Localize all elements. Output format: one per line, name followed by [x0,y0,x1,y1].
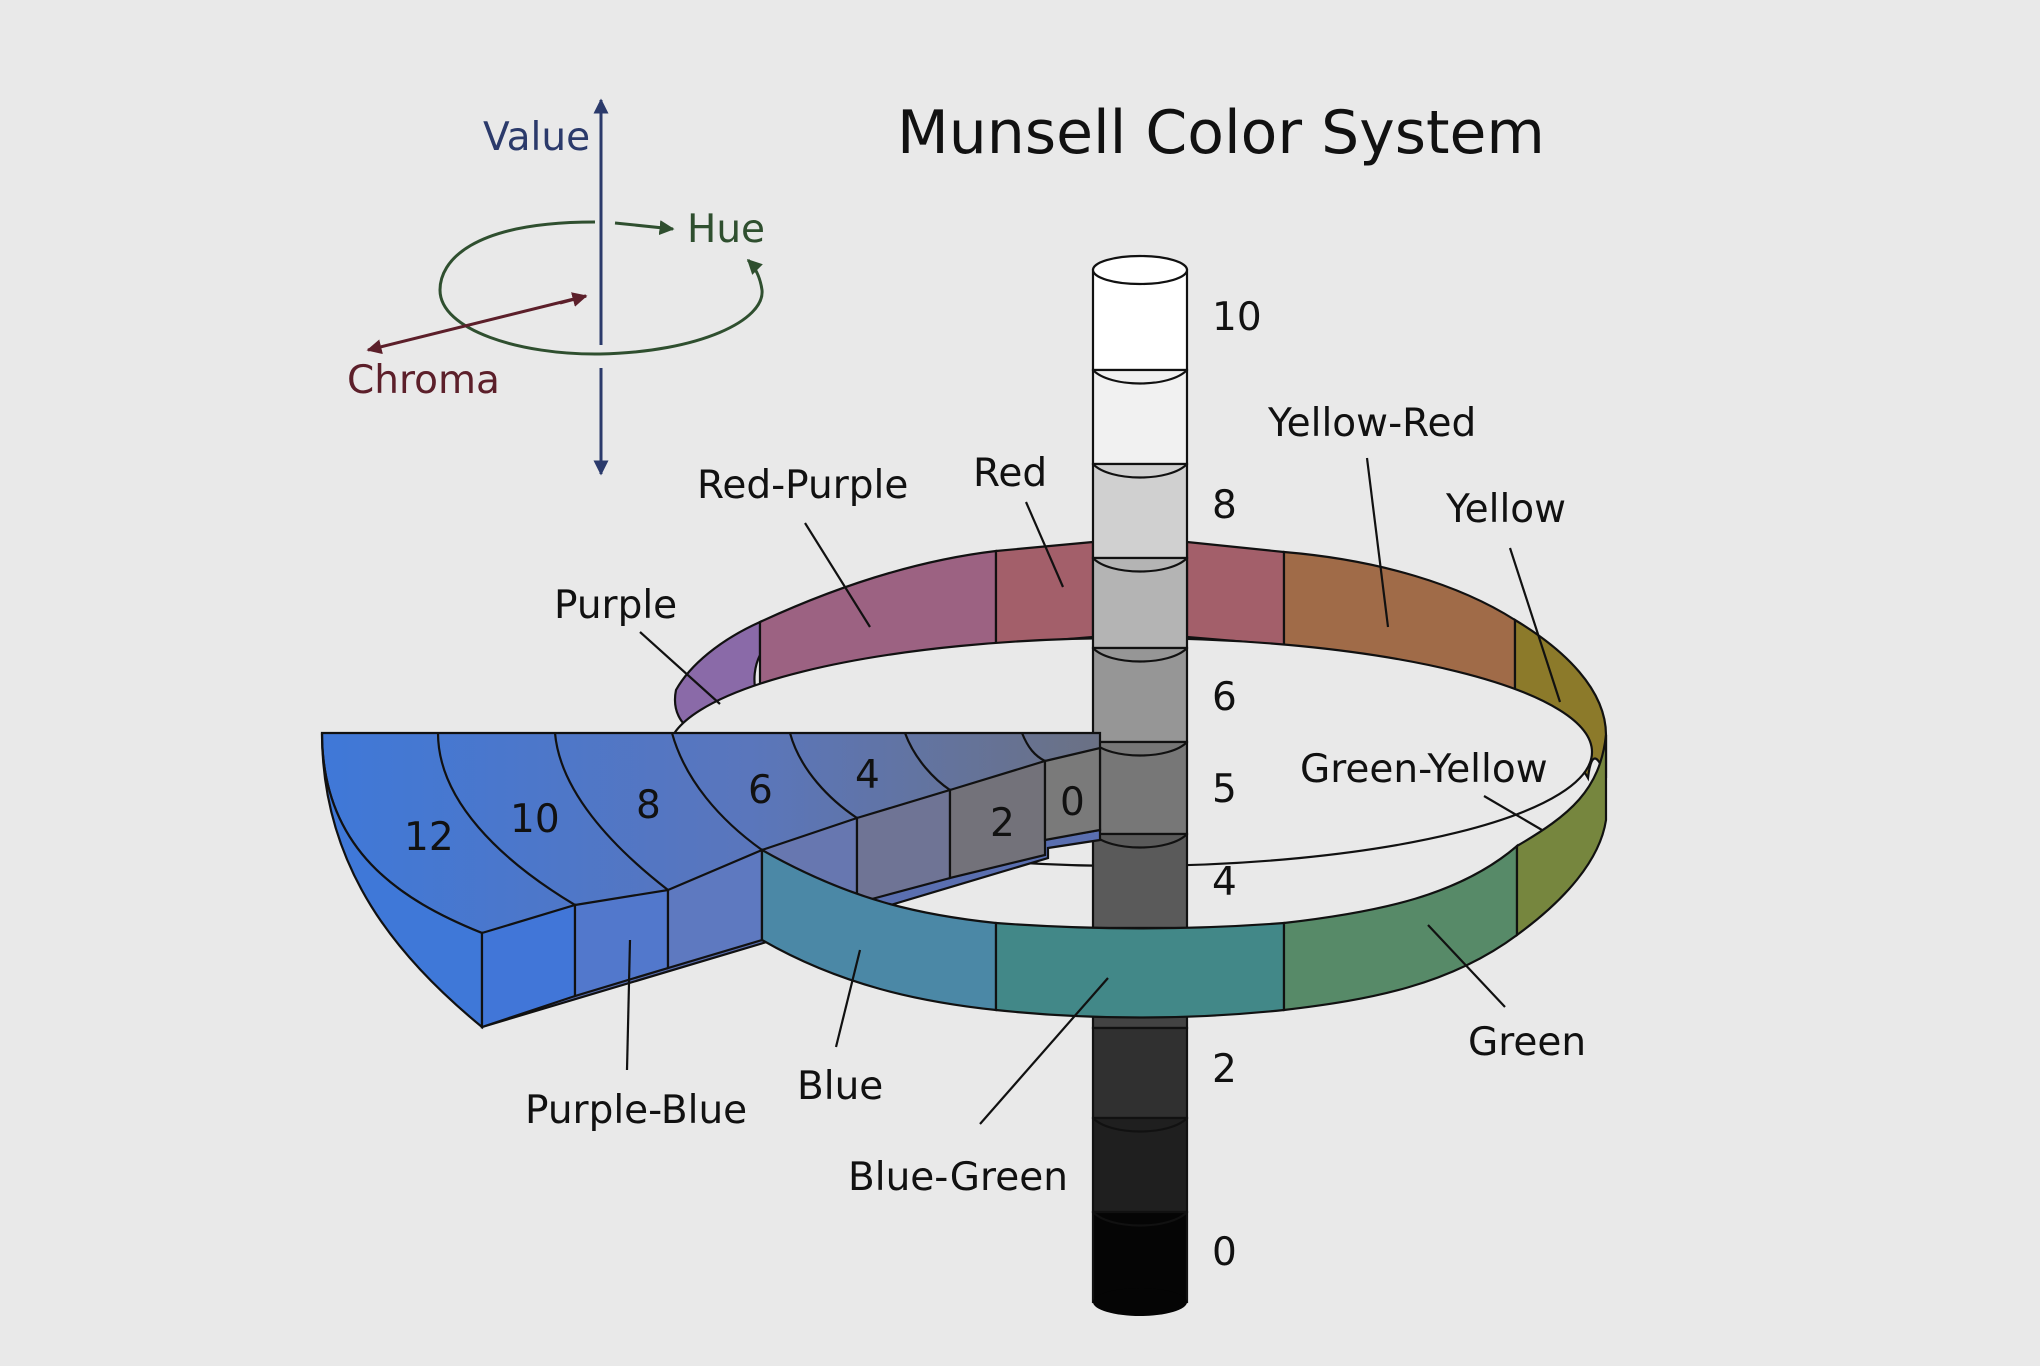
value-tick-5: 5 [1212,767,1237,812]
label-blue-green: Blue-Green [848,1155,1068,1200]
value-step-10 [1091,268,1189,372]
hue-labels: Red-Purple Red Yellow-Red Yellow Purple … [525,401,1586,1200]
value-step-9 [1091,368,1189,466]
value-step-7 [1091,556,1189,650]
chroma-tick-4: 4 [855,753,880,798]
chroma-tick-0: 0 [1060,780,1085,825]
value-column [1091,254,1189,1316]
ring-segment-red-left [994,540,1095,647]
hue-arrow [614,220,675,236]
value-tick-4: 4 [1212,860,1237,905]
label-green-yellow: Green-Yellow [1300,747,1548,792]
label-red: Red [973,451,1047,496]
leader-green [1427,924,1506,1008]
ring-segment-blue-green [994,921,1286,1019]
chroma-tick-6: 6 [748,768,773,813]
value-tick-6: 6 [1212,675,1237,720]
diagram-title: Munsell Color System [897,98,1545,168]
leader-purple [639,631,721,705]
value-tick-2: 2 [1212,1047,1237,1092]
value-scale: 10 8 6 5 4 2 0 [1212,295,1262,1275]
chroma-tick-12: 12 [404,815,454,860]
chroma-tick-10: 10 [510,797,560,842]
label-green: Green [1468,1020,1586,1065]
leader-yellow-red [1365,457,1390,628]
chroma-axis-label: Chroma [347,358,500,403]
value-step-0 [1091,1210,1189,1304]
label-red-purple: Red-Purple [697,463,908,508]
value-step-6 [1091,646,1189,744]
leader-green-yellow [1483,795,1543,831]
chroma-tick-8: 8 [636,783,661,828]
leader-purple-blue [625,939,632,1071]
value-step-2 [1091,1026,1189,1120]
ring-segment-green-yellow [1515,734,1608,938]
leader-yellow [1508,547,1562,703]
hue-ring-front [760,734,1608,1019]
value-tick-0: 0 [1212,1230,1237,1275]
chroma-axis-out [366,294,587,355]
value-top-cap [1091,254,1189,286]
axis-key: Value Hue Chroma [347,98,765,476]
label-purple-blue: Purple-Blue [525,1088,747,1133]
hue-axis-label: Hue [687,207,765,252]
ring-segment-green [1282,843,1519,1012]
leader-red-purple [804,522,871,628]
value-step-8 [1091,462,1189,560]
hue-ellipse [438,220,764,356]
leader-red [1024,501,1065,588]
value-step-1 [1091,1116,1189,1214]
value-tick-8: 8 [1212,483,1237,528]
label-purple: Purple [554,583,677,628]
value-bottom-cap [1093,1288,1187,1316]
value-step-4 [1091,832,1189,930]
label-yellow-red: Yellow-Red [1267,401,1476,446]
chroma-axis-in [559,292,588,307]
leader-blue-green [979,977,1109,1125]
ring-segment-red-right [1185,540,1286,647]
label-blue: Blue [797,1064,883,1109]
value-tick-10: 10 [1212,295,1262,340]
chroma-tick-2: 2 [990,801,1015,846]
chroma-scale: 12 10 8 6 4 2 0 [404,753,1085,860]
leader-blue [834,949,862,1048]
value-axis-label: Value [483,115,590,160]
label-yellow: Yellow [1445,487,1566,532]
